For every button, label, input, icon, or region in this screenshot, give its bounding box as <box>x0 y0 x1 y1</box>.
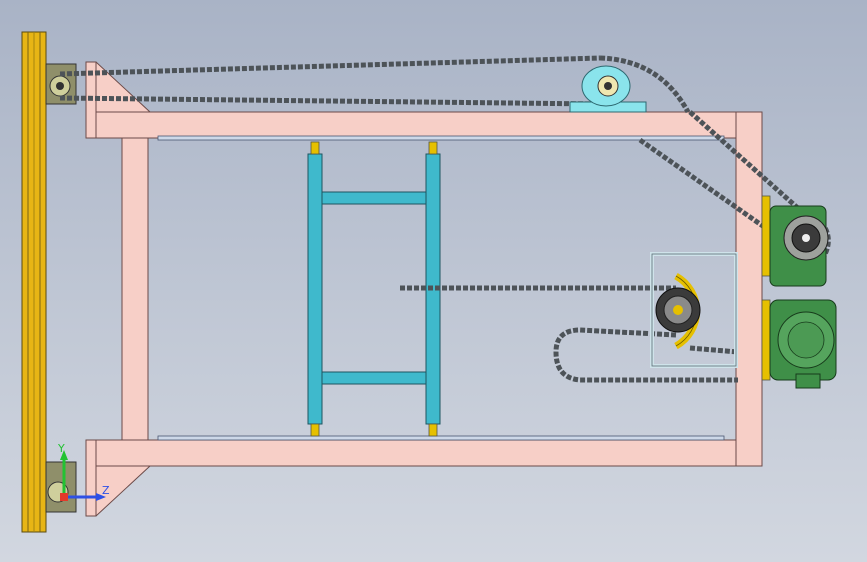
main-frame <box>85 61 763 517</box>
lower-drive-motor <box>761 299 837 389</box>
z-axis-label: Z <box>102 484 110 497</box>
coordinate-triad: Y Z <box>57 442 110 501</box>
top-idler-pulley <box>569 65 647 113</box>
upper-drive-motor <box>761 195 829 287</box>
y-axis-label: Y <box>57 442 65 455</box>
sprocket-bracket <box>650 252 738 368</box>
ladder-carriage <box>307 141 441 437</box>
guide-rail <box>21 31 47 533</box>
drive-chains <box>59 55 831 383</box>
bottom-bearing-block <box>45 461 77 513</box>
x-axis-point <box>60 493 68 501</box>
